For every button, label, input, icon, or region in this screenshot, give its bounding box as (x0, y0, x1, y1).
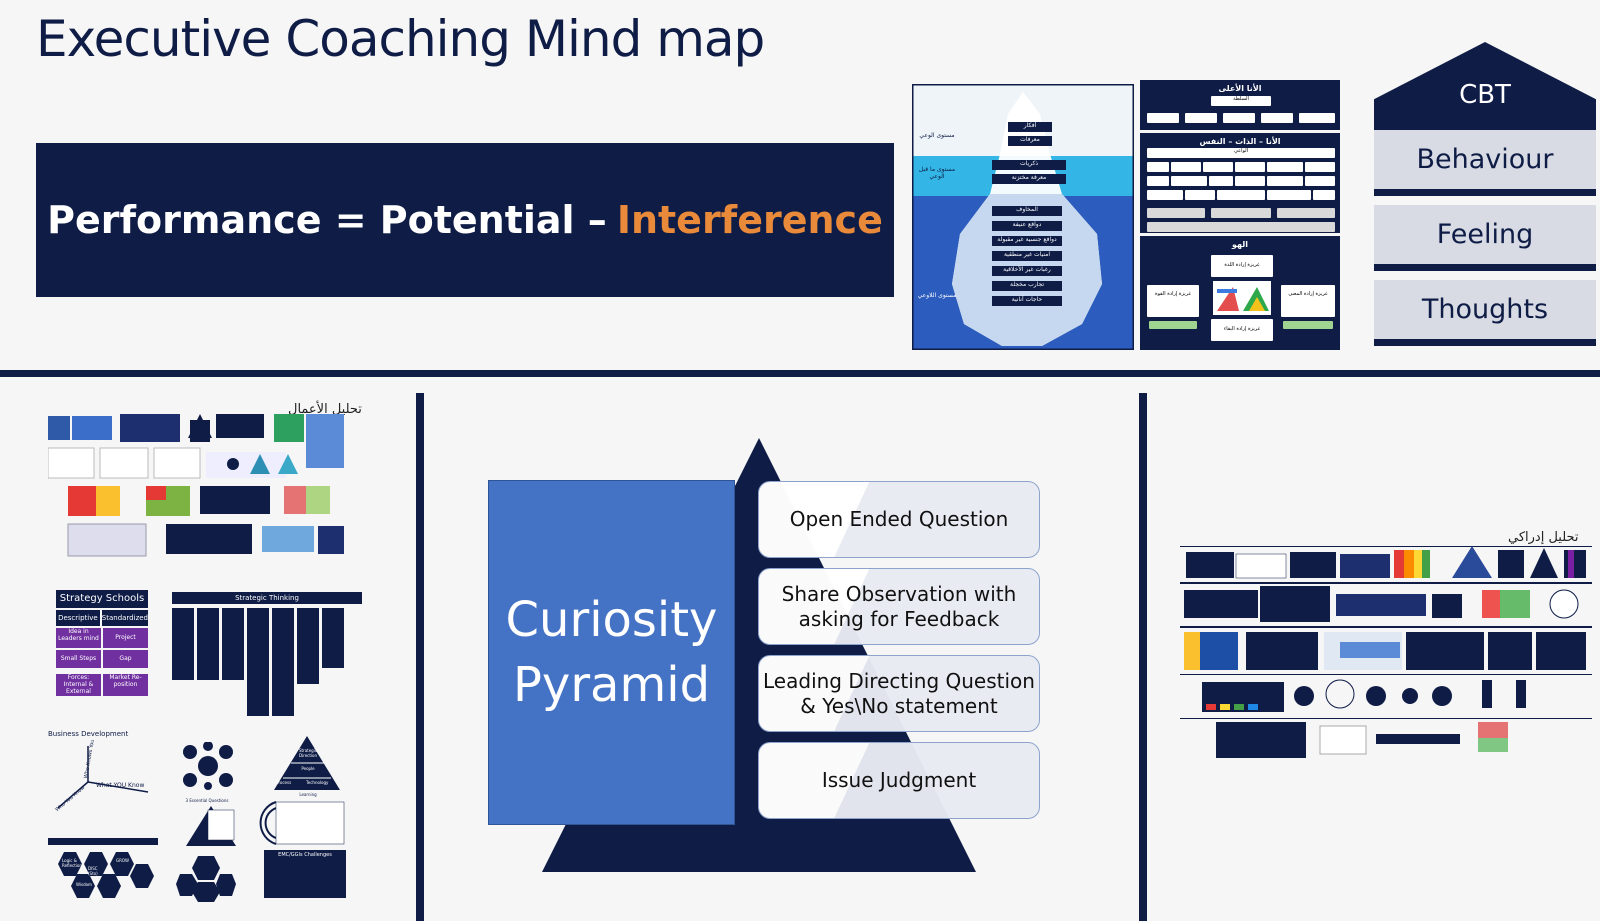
ego-diagram: الأنا الأعلى السلطة الأنا – الذات – النف… (1140, 80, 1340, 350)
hex-small-cluster (176, 856, 236, 902)
cognitive-analysis-collage (1180, 546, 1592, 758)
emc-challenges-table: EMC/GGIs Challenges (264, 850, 346, 898)
iceberg-label-preconscious: مستوى ما قبل الوعي (918, 166, 956, 180)
descriptive-header: Descriptive (56, 610, 100, 626)
formula-banner: Performance = Potential – Interference (36, 143, 894, 297)
strategy-pyramid (274, 736, 340, 790)
strategy-schools-lower: Forces: Internal & External Market Re-po… (56, 674, 148, 696)
gear-icons-cluster (183, 742, 233, 790)
biz-dev-bar (48, 838, 158, 845)
pyramid-label: Technology (306, 780, 329, 785)
hex-label: GROW (116, 858, 129, 863)
cognitive-analysis-title: تحليل إدراكي (1508, 530, 1579, 545)
hex-label: Wisdom (76, 882, 92, 887)
cbt-row-thoughts: Thoughts (1374, 280, 1596, 346)
cbt-row-behaviour: Behaviour (1374, 130, 1596, 196)
iceberg-diagram: مستوى الوعي مستوى ما قبل الوعي مستوى الل… (910, 82, 1136, 352)
iceberg-item: أفكار (1008, 122, 1052, 132)
pyramid-label: Strategic Direction (298, 748, 318, 758)
iceberg-label-unconscious: مستوى اللاوعي (917, 292, 957, 299)
strategy-schools-table: Strategy Schools Descriptive Standardize… (56, 590, 148, 694)
superego-panel: الأنا الأعلى السلطة (1140, 80, 1340, 130)
vertical-divider-right (1139, 393, 1147, 921)
curiosity-level-leading-question: Leading Directing Question & Yes\No stat… (758, 655, 1040, 732)
hex-label: DISC (Sto) (88, 866, 98, 876)
id-colorful-graphic (1213, 281, 1271, 315)
arc-table (259, 801, 345, 845)
emc-challenges-title: EMC/GGIs Challenges (278, 852, 332, 858)
curiosity-level-open-ended: Open Ended Question (758, 481, 1040, 558)
iceberg-item: المخاوف (992, 206, 1062, 216)
business-development-title: Business Development (48, 730, 129, 738)
pyramid-label: Learning (299, 792, 317, 797)
superego-title: الأنا الأعلى (1218, 84, 1262, 93)
page-title: Executive Coaching Mind map (36, 10, 765, 68)
curiosity-title-line1: Curiosity (505, 591, 718, 648)
essential-pyramid (186, 806, 236, 846)
business-analysis-collage (47, 414, 344, 557)
business-analysis-title: تحليل الأعمال (288, 402, 362, 417)
vertical-divider-left (416, 393, 424, 921)
strategy-cell: Forces: Internal & External (56, 674, 101, 696)
cbt-roof: CBT (1374, 42, 1596, 130)
cognitive-analysis-thumbnails (1180, 546, 1592, 766)
iceberg-item: معرفات (1008, 136, 1052, 146)
strategy-cell: Gap (103, 650, 148, 668)
hexagon-cluster (58, 852, 154, 898)
hex-label: Logic & Reflection (62, 858, 82, 868)
id-title: الهو (1231, 240, 1249, 249)
formula-main: Performance = Potential – (47, 198, 607, 242)
cbt-row-feeling: Feeling (1374, 205, 1596, 271)
what-you-know-label: What YOU Know (96, 782, 145, 789)
id-instinct-left: غريزة إرادة القوة (1147, 285, 1199, 317)
curiosity-title-line2: Pyramid (512, 656, 711, 713)
standardized-header: Standardized (101, 610, 148, 626)
iceberg-label-conscious: مستوى الوعي (919, 132, 955, 139)
iceberg-item: دوافع جنسية غير مقبولة (992, 236, 1062, 246)
business-development-axes (57, 746, 149, 809)
horizontal-divider (0, 370, 1600, 377)
ego-panel: الأنا – الذات – النفس الواعي (1140, 133, 1340, 233)
pyramid-label: Process (276, 780, 292, 785)
iceberg-item: حاجات أنانية (992, 296, 1062, 306)
cbt-title: CBT (1459, 80, 1511, 110)
essential-questions-label: 3 Essential Questions (185, 798, 229, 803)
id-instinct-top: غريزة إرادة اللذة (1211, 255, 1273, 277)
curiosity-level-issue-judgment: Issue Judgment (758, 742, 1040, 819)
iceberg-item: امنيات غير منطقية (992, 251, 1062, 261)
formula-highlight: Interference (616, 198, 883, 242)
id-panel: الهو غريزة إرادة اللذة غريزة إرادة القوة… (1140, 236, 1340, 350)
conscious-cell: الواعي (1147, 148, 1335, 158)
strategy-cell: Market Re-position (103, 674, 148, 696)
cbt-house: CBT Behaviour Feeling Thoughts (1374, 42, 1596, 354)
strategy-schools-title: Strategy Schools (56, 590, 148, 608)
strategy-cell: Small Steps (56, 650, 101, 668)
iceberg-item: ذكريات (992, 160, 1066, 170)
iceberg-item: تجارب مخجلة (992, 281, 1062, 291)
curiosity-level-share-observation: Share Observation with asking for Feedba… (758, 568, 1040, 645)
iceberg-item: دوافع عنيفة (992, 221, 1062, 231)
strategy-cell: Project (103, 628, 148, 648)
pyramid-label: People (301, 766, 315, 771)
strategic-thinking-grid (172, 608, 344, 716)
iceberg-item: معرفة مختزنة (992, 174, 1066, 184)
strategy-cell: Idea in Leaders mind (56, 628, 101, 648)
id-instinct-right: غريزة إرادة المعنى (1281, 285, 1335, 317)
strategic-thinking-title: Strategic Thinking (172, 592, 362, 604)
authority-cell: السلطة (1211, 96, 1271, 106)
iceberg-item: رغبات غير الأخلاقية (992, 266, 1062, 276)
strategic-thinking-table: Strategic Thinking (172, 592, 362, 718)
ego-title: الأنا – الذات – النفس (1199, 137, 1281, 146)
curiosity-pyramid-box: Curiosity Pyramid (488, 480, 735, 825)
business-analysis-thumbnails (47, 412, 352, 572)
id-instinct-bottom: غريزة إرادة البقاء (1211, 319, 1273, 341)
